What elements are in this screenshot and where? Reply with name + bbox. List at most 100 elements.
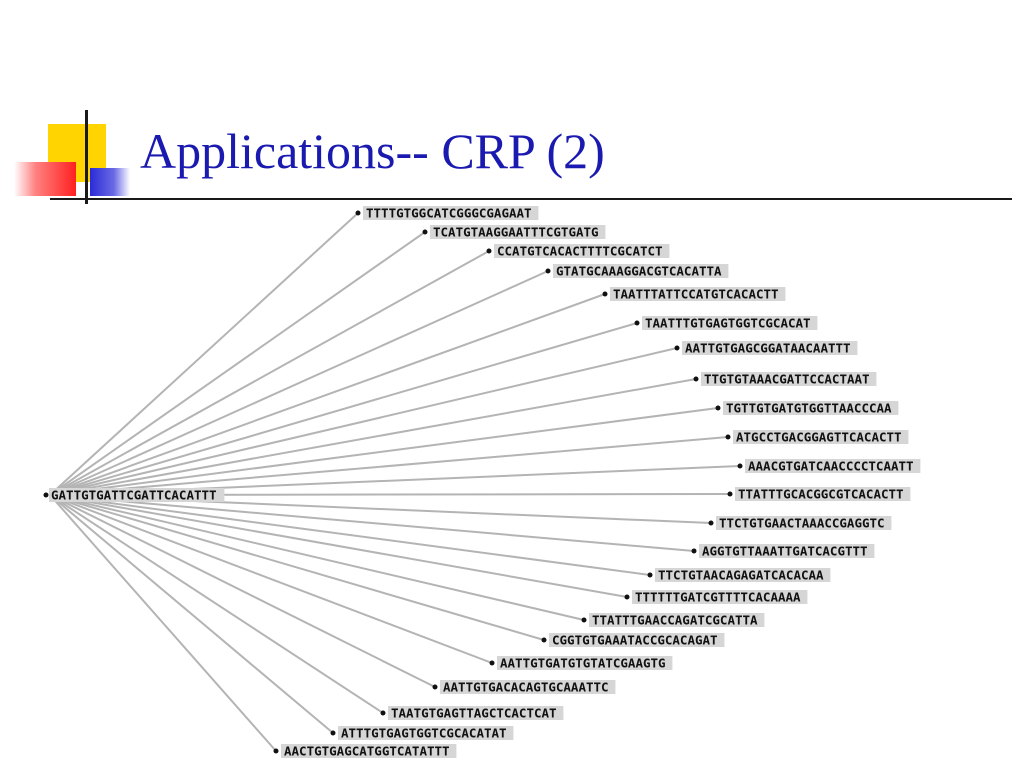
leaf-label-bg [610, 287, 786, 301]
tree-edge [49, 322, 638, 496]
leaf-node-dot [486, 248, 492, 254]
leaf-sequence: TAATGTGAGTTAGCTCACTCAT [391, 706, 557, 721]
decor-blue-square [90, 168, 130, 196]
slide-title: Applications-- CRP (2) [140, 123, 605, 179]
leaf-node-dot [602, 291, 608, 297]
leaf-node-dot [674, 345, 680, 351]
leaf-node-dot [691, 548, 697, 554]
leaf-node-dot [273, 748, 279, 754]
leaf-label-bg [699, 544, 875, 558]
leaf-node-dot [715, 405, 721, 411]
leaf-node-dot [422, 229, 428, 235]
tree-edge [49, 494, 545, 641]
tree-edge [49, 494, 493, 664]
leaf-label-bg [745, 459, 921, 473]
leaf-label-bg [363, 206, 539, 220]
leaf-label-bg [716, 516, 892, 530]
leaf-node-dot [708, 520, 714, 526]
leaf-sequence: CGGTGTGAAATACCGCACAGAT [552, 633, 718, 648]
leaf-sequence: TTTTTTGATCGTTTTCACAAAA [635, 590, 801, 605]
leaf-label-bg [497, 656, 673, 670]
tree-edge [49, 494, 436, 688]
leaf-node-dot [634, 320, 640, 326]
tree-edge [49, 494, 651, 576]
leaf-sequence: AACTGTGAGCATGGTCATATTT [284, 744, 450, 759]
leaf-label-bg [338, 726, 514, 740]
leaf-sequence: AATTGTGATGTGTATCGAAGTG [500, 656, 666, 671]
root-label-bg [49, 488, 225, 502]
leaf-node-dot [545, 268, 551, 274]
tree-edge [49, 250, 490, 496]
tree-edge [49, 494, 384, 714]
leaf-sequence: ATGCCTGACGGAGTTCACACTT [736, 430, 902, 445]
tree-edge [49, 212, 359, 496]
leaf-node-dot [727, 491, 733, 497]
leaf-label-bg [701, 372, 877, 386]
leaf-sequence: TTATTTGAACCAGATCGCATTA [592, 613, 758, 628]
leaf-node-dot [355, 210, 361, 216]
tree-edge [49, 270, 549, 496]
leaf-node-dot [330, 730, 336, 736]
leaf-label-bg [655, 568, 831, 582]
leaf-sequence: TAATTTGTGAGTGGTCGCACAT [645, 316, 811, 331]
leaf-node-dot [725, 434, 731, 440]
leaf-sequence: TTATTTGCACGGCGTCACACTT [738, 487, 904, 502]
tree-edge [49, 231, 426, 496]
leaf-label-bg [723, 401, 899, 415]
leaf-label-bg [440, 680, 616, 694]
tree-nodes: TTTTGTGGCATCGGGCGAGAAT TCATGTAAGGAATTTCGT… [43, 206, 921, 759]
leaf-node-dot [432, 684, 438, 690]
leaf-sequence: TCATGTAAGGAATTTCGTGATG [433, 225, 599, 240]
leaf-label-bg [553, 264, 729, 278]
leaf-sequence: TTTTGTGGCATCGGGCGAGAAT [366, 206, 532, 221]
leaf-node-dot [541, 637, 547, 643]
tree-edge [49, 494, 277, 752]
leaf-label-bg [549, 633, 725, 647]
tree-edge [49, 494, 695, 552]
tree-edge [49, 293, 606, 496]
leaf-node-dot [624, 594, 630, 600]
leaf-sequence: AATTGTGAGCGGATAACAATTT [685, 341, 851, 356]
leaf-label-bg [735, 487, 911, 501]
leaf-node-dot [737, 463, 743, 469]
tree-edge [49, 407, 719, 496]
leaf-sequence: TAATTTATTCCATGTCACACTT [613, 287, 779, 302]
tree-edge [49, 378, 697, 496]
leaf-sequence: TTCTGTAACAGAGATCACACAA [658, 568, 824, 583]
leaf-sequence: ATTTGTGAGTGGTCGCACATAT [341, 726, 507, 741]
leaf-label-bg [281, 744, 457, 758]
leaf-label-bg [632, 590, 808, 604]
leaf-label-bg [589, 613, 765, 627]
root-node-dot [43, 492, 49, 498]
tree-edge [49, 494, 585, 621]
leaf-label-bg [388, 706, 564, 720]
tree-edge [49, 494, 334, 734]
leaf-sequence: TGTTGTGATGTGGTTAACCCAA [726, 401, 892, 416]
leaf-node-dot [693, 376, 699, 382]
leaf-label-bg [430, 225, 606, 239]
leaf-label-bg [494, 244, 670, 258]
decor-red-bar [14, 162, 76, 196]
leaf-node-dot [489, 660, 495, 666]
leaf-node-dot [380, 710, 386, 716]
leaf-label-bg [733, 430, 909, 444]
leaf-label-bg [682, 341, 858, 355]
decor-vertical-line [85, 110, 88, 204]
leaf-node-dot [581, 617, 587, 623]
leaf-sequence: AGGTGTTAAATTGATCACGTTT [702, 544, 868, 559]
leaf-label-bg [642, 316, 818, 330]
leaf-sequence: TTGTGTAAACGATTCCACTAAT [704, 372, 870, 387]
leaf-sequence: AAACGTGATCAACCCCTCAATT [748, 459, 914, 474]
leaf-node-dot [647, 572, 653, 578]
leaf-sequence: CCATGTCACACTTTTCGCATCT [497, 244, 663, 259]
tree-edge [49, 494, 628, 598]
leaf-sequence: AATTGTGACACAGTGCAAATTC [443, 680, 609, 695]
tree-edge [49, 436, 729, 496]
leaf-sequence: TTCTGTGAACTAAACCGAGGTC [719, 516, 885, 531]
leaf-sequence: GTATGCAAAGGACGTCACATTA [556, 264, 722, 279]
title-underline [50, 198, 1012, 200]
tree-edge [49, 347, 678, 496]
root-sequence: GATTGTGATTCGATTCACATTT [51, 488, 217, 503]
